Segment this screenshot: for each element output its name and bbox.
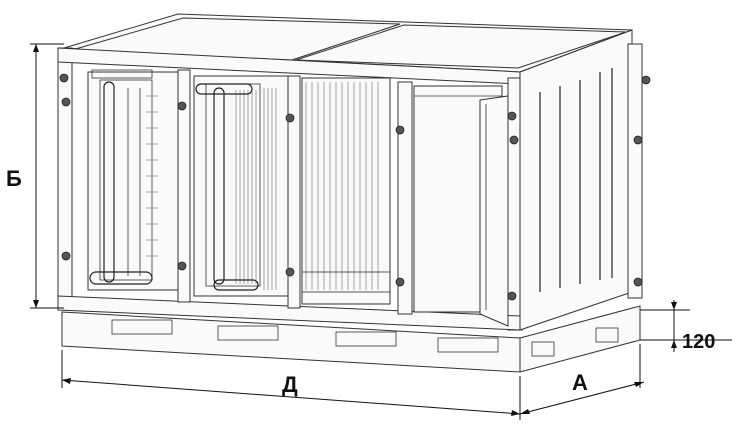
coil-fins-2 xyxy=(235,88,277,290)
dimension-label-width: А xyxy=(572,370,588,395)
dimension-label-base-height: 120 xyxy=(682,331,715,353)
dimension-width xyxy=(519,344,645,415)
partition-post xyxy=(397,81,413,315)
heater-coil-section xyxy=(87,69,181,291)
dimension-label-length: Д xyxy=(282,372,298,397)
cooler-coil-section xyxy=(193,75,289,297)
base-frame xyxy=(61,305,641,373)
partition-post xyxy=(177,69,191,303)
filter-pleats xyxy=(305,82,379,290)
coil-fins-1 xyxy=(146,95,158,257)
dimension-height xyxy=(30,43,64,309)
dimension-length xyxy=(61,350,521,420)
unit-roof xyxy=(63,13,633,73)
dimension-base-height xyxy=(640,300,732,352)
door-latches xyxy=(59,73,651,301)
dimension-label-height: Б xyxy=(6,166,22,191)
partition-post xyxy=(287,75,301,309)
unit-frame xyxy=(57,29,643,331)
access-door xyxy=(479,95,509,327)
filter-section xyxy=(301,77,391,305)
